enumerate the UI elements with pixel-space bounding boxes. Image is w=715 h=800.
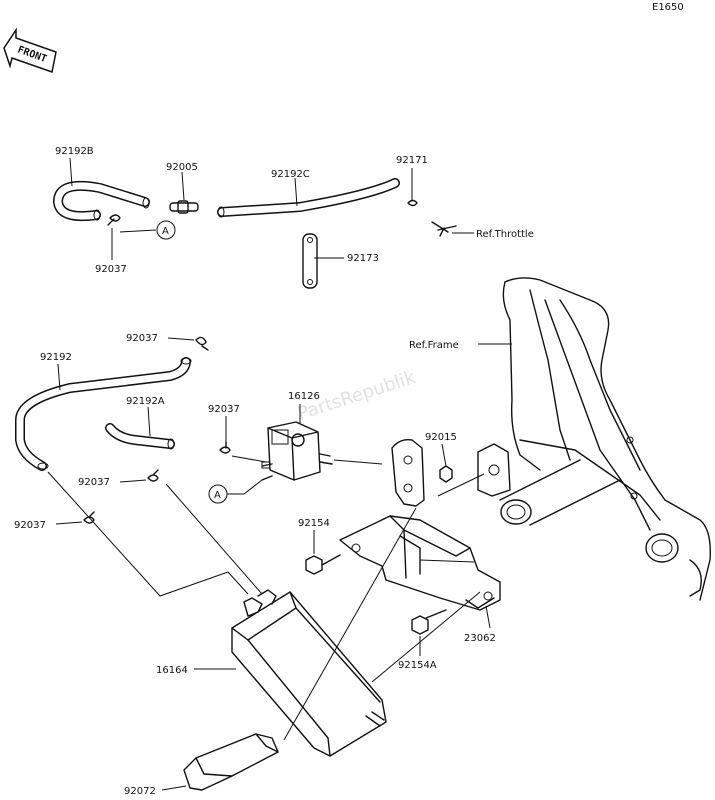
label-92037-top: 92037: [95, 264, 127, 275]
hose-clip-92037-top: [107, 214, 121, 226]
circle-a-top-label: A: [162, 226, 169, 237]
label-92154: 92154: [298, 518, 330, 529]
label-92171: 92171: [396, 155, 428, 166]
valve-bracket: [391, 438, 511, 507]
label-92072: 92072: [124, 786, 156, 797]
hose-clip-92037-d: [83, 511, 95, 524]
label-92154a: 92154A: [398, 660, 437, 671]
label-92037-c: 92037: [78, 477, 110, 488]
hose-92192a: [105, 423, 175, 450]
label-23062: 23062: [464, 633, 496, 644]
label-92173: 92173: [347, 253, 379, 264]
label-92192: 92192: [40, 352, 72, 363]
label-16164: 16164: [156, 665, 188, 676]
hose-clip-92037-a: [195, 336, 209, 351]
connector-92005: [169, 200, 199, 214]
hose-92192b: [53, 180, 150, 222]
canister-cover-92072: [183, 733, 279, 791]
label-ref-throttle: Ref.Throttle: [476, 229, 534, 240]
hose-clip-92037-c: [147, 469, 159, 482]
throttle-t-fitting: [431, 221, 457, 237]
bolt-92154: [305, 554, 341, 575]
frame-outline: [499, 277, 711, 601]
hose-92192: [15, 357, 192, 471]
reference-circle-a-top: A: [156, 220, 176, 240]
hose-clip-92037-b: [219, 441, 231, 454]
canister-bracket-23062: [339, 515, 501, 611]
nut-92015: [439, 465, 453, 483]
canister-16164: [231, 589, 387, 757]
solenoid-valve-16126: [261, 421, 333, 481]
label-92015: 92015: [425, 432, 457, 443]
bolt-92154a: [411, 609, 447, 635]
label-92192c: 92192C: [271, 169, 310, 180]
hose-clip-92171: [407, 199, 418, 207]
bracket-92173: [302, 233, 318, 289]
label-92192a: 92192A: [126, 396, 165, 407]
hose-92192c: [217, 178, 400, 218]
label-16126: 16126: [288, 391, 320, 402]
diagram-code: E1650: [652, 2, 684, 13]
label-ref-frame: Ref.Frame: [409, 340, 459, 351]
label-92037-d: 92037: [14, 520, 46, 531]
reference-circle-a-mid: A: [208, 484, 228, 504]
label-92037-b: 92037: [208, 404, 240, 415]
circle-a-mid-label: A: [214, 490, 221, 501]
label-92037-a: 92037: [126, 333, 158, 344]
label-92192b: 92192B: [55, 146, 94, 157]
front-arrow-icon: FRONT: [3, 27, 57, 73]
label-92005: 92005: [166, 162, 198, 173]
